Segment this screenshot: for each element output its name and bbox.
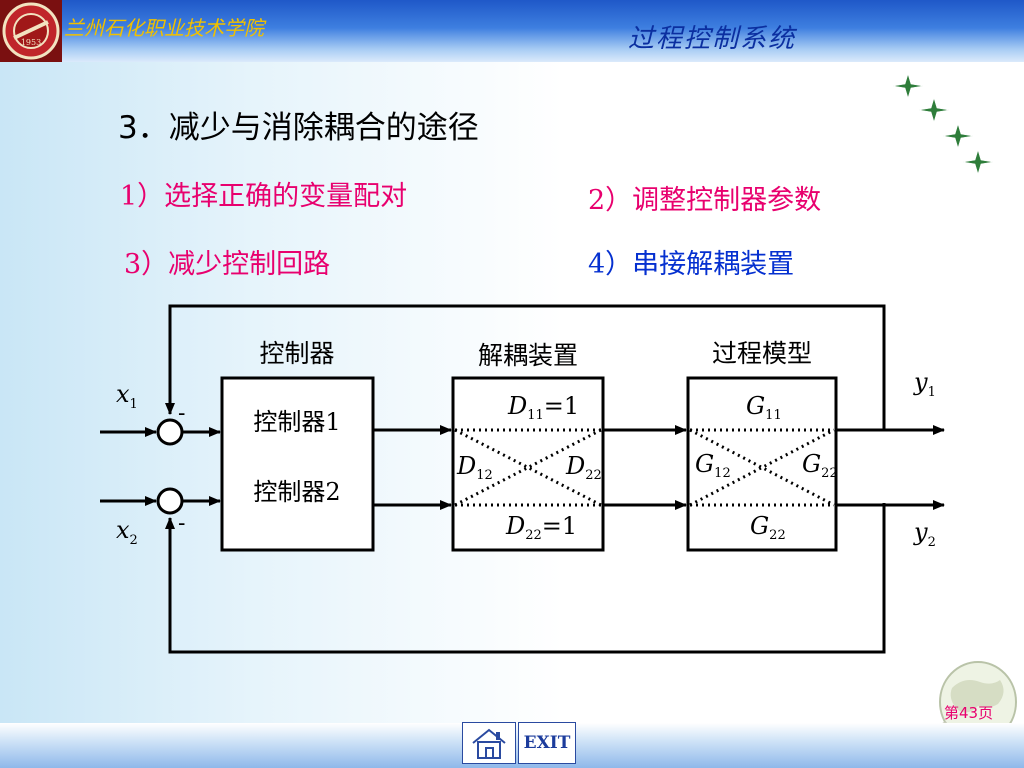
feedback-loop-bottom: [165, 503, 886, 654]
home-button[interactable]: [462, 722, 516, 764]
process-title: 过程模型: [712, 339, 812, 368]
star-icon: [942, 122, 974, 150]
feedback-loop-top: [165, 304, 886, 430]
method-3: 3）减少控制回路: [124, 249, 331, 280]
method-1: 1）选择正确的变量配对: [120, 181, 408, 212]
g12-label: G12: [695, 450, 731, 481]
school-name: 兰州石化职业技术学院: [64, 16, 264, 40]
minus-sign-2: -: [178, 511, 185, 536]
minus-sign-1: -: [178, 401, 185, 426]
logo-year: 1953: [21, 38, 41, 47]
controller-title: 控制器: [259, 339, 334, 368]
g21-label: G22: [802, 450, 838, 481]
decorative-stars: [892, 72, 994, 176]
decoupler-title: 解耦装置: [478, 341, 578, 370]
summing-junction-2: [156, 487, 184, 515]
star-icon: [918, 96, 950, 124]
slide-heading: 3．减少与消除耦合的途径: [118, 110, 479, 146]
school-logo: 1953: [0, 0, 62, 62]
logo-emblem-icon: 1953: [2, 2, 60, 60]
exit-button[interactable]: EXIT: [518, 722, 576, 764]
house-icon: [472, 728, 506, 759]
course-title: 过程控制系统: [628, 24, 797, 54]
g22-label: G22: [750, 512, 786, 543]
d11-label: D11=1: [507, 392, 579, 423]
d21-label: D22: [565, 452, 602, 483]
header-bar: 1953 兰州石化职业技术学院 过程控制系统: [0, 0, 1024, 62]
method-4: 4）串接解耦装置: [588, 249, 795, 280]
process-block: [686, 376, 838, 552]
controller-1-label: 控制器1: [253, 408, 340, 436]
g11-label: G11: [746, 392, 782, 423]
d22-label: D22=1: [505, 512, 577, 543]
page-number: 第43页: [944, 704, 994, 722]
decoupler-block: [451, 376, 605, 552]
star-icon: [962, 148, 994, 176]
star-icon: [892, 72, 924, 100]
d12-label: D12: [456, 452, 493, 483]
y2-label: y2: [913, 518, 936, 550]
controller-block: [220, 376, 375, 552]
x1-label: x1: [116, 380, 138, 412]
method-2: 2）调整控制器参数: [588, 185, 822, 216]
y1-label: y1: [913, 368, 936, 400]
x2-label: x2: [116, 516, 138, 548]
controller-2-label: 控制器2: [253, 478, 340, 506]
